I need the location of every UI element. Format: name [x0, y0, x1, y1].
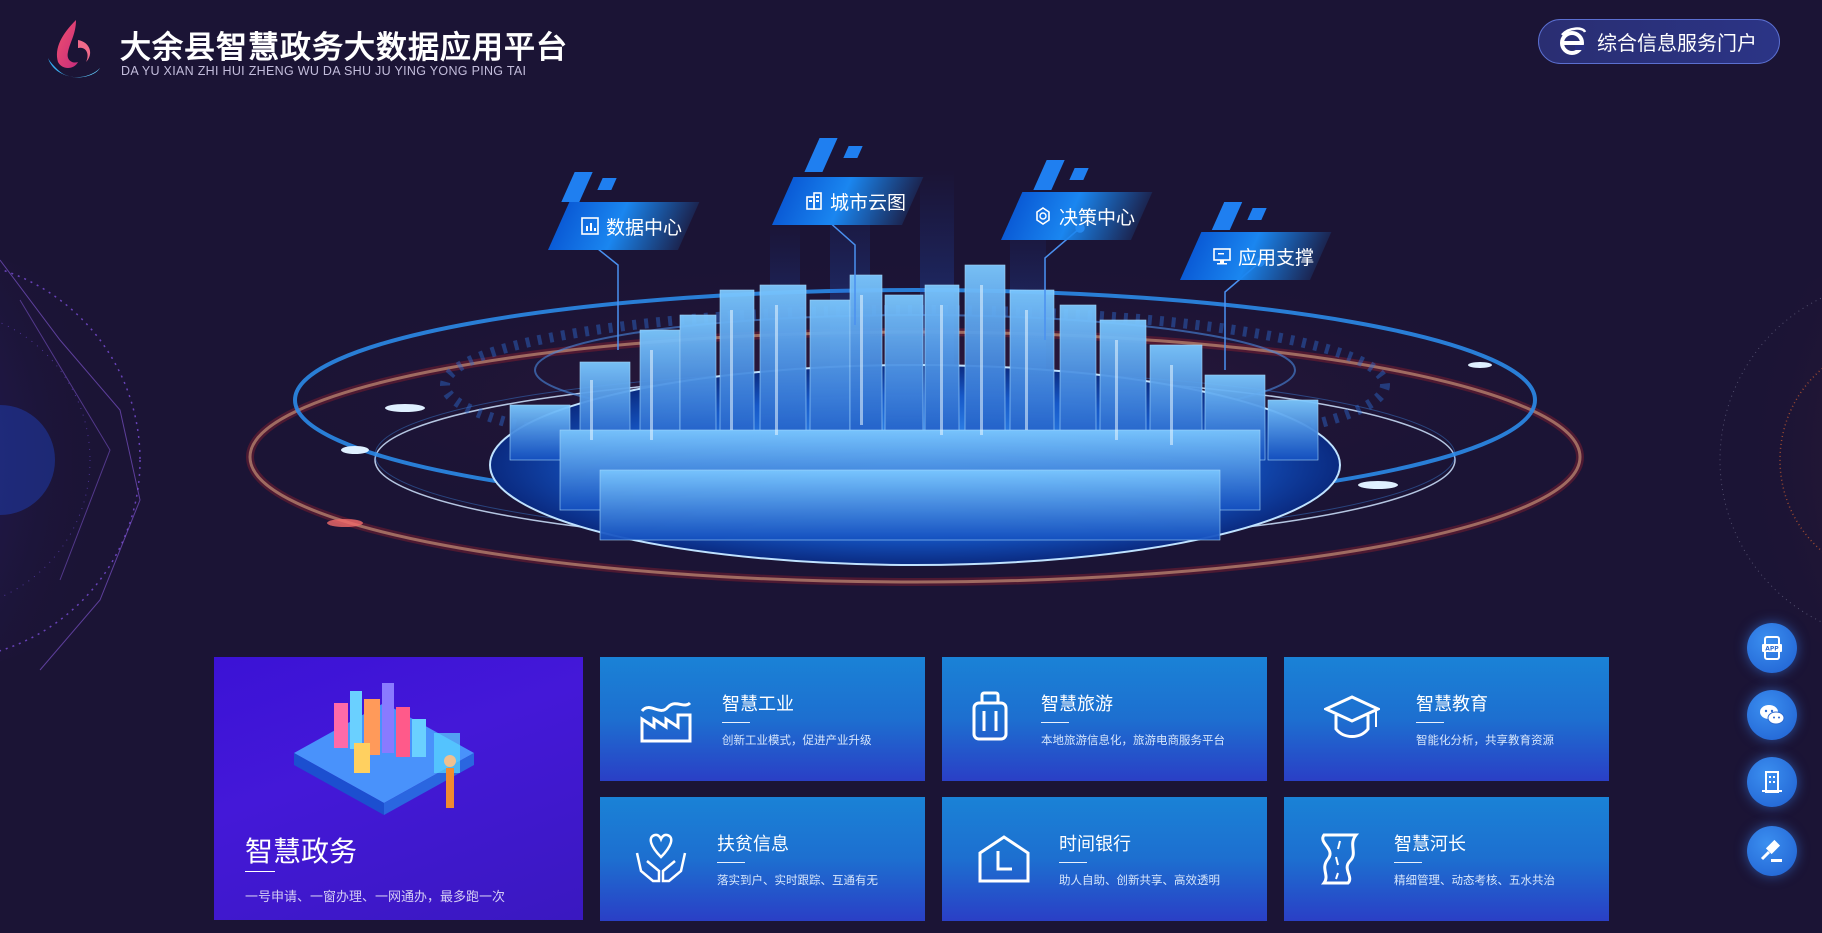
heart-hands-icon: [635, 833, 687, 883]
tag-label: 应用支撑: [1238, 246, 1315, 269]
river-icon: [1321, 833, 1360, 885]
feature-card-river-chief[interactable]: 智慧河长 精细管理、动态考核、五水共治: [1284, 797, 1609, 921]
feature-main-divider: [245, 871, 275, 872]
feature-desc: 精细管理、动态考核、五水共治: [1394, 873, 1555, 887]
feature-card-time-bank[interactable]: 时间银行 助人自助、创新共享、高效透明: [942, 797, 1267, 921]
feature-card-smart-tourism[interactable]: 智慧旅游 本地旅游信息化，旅游电商服务平台: [942, 657, 1267, 781]
svg-text:APP: APP: [1765, 646, 1779, 653]
platform-subtitle: DA YU XIAN ZHI HUI ZHENG WU DA SHU JU YI…: [121, 64, 527, 78]
feature-divider: [722, 722, 750, 723]
tag-label: 数据中心: [606, 216, 683, 239]
feature-card-smart-government[interactable]: 智慧政务 一号申请、一窗办理、一网通办，最多跑一次: [214, 657, 583, 920]
luggage-icon: [972, 691, 1008, 741]
feature-desc: 本地旅游信息化，旅游电商服务平台: [1041, 733, 1225, 747]
feature-main-title: 智慧政务: [245, 835, 358, 868]
portal-button[interactable]: 综合信息服务门户: [1538, 19, 1780, 64]
left-globe-decoration: [0, 258, 150, 671]
feature-divider: [1416, 722, 1444, 723]
legal-button[interactable]: [1747, 826, 1797, 876]
tag-label: 城市云图: [830, 191, 907, 214]
feature-divider: [1041, 722, 1069, 723]
app-download-button[interactable]: APP: [1747, 623, 1797, 673]
factory-icon: [640, 701, 692, 743]
feature-title: 智慧工业: [722, 694, 794, 715]
wechat-button[interactable]: [1747, 690, 1797, 740]
city-hologram-scene: [235, 170, 1595, 586]
building-button[interactable]: [1747, 757, 1797, 807]
feature-divider: [1059, 862, 1087, 863]
portal-button-label: 综合信息服务门户: [1597, 31, 1757, 55]
ie-browser-icon: [1560, 26, 1587, 55]
feature-main-desc: 一号申请、一窗办理、一网通办，最多跑一次: [245, 890, 506, 905]
gavel-icon: [1760, 839, 1782, 862]
feature-title: 智慧河长: [1394, 834, 1466, 855]
feature-desc: 智能化分析，共享教育资源: [1416, 733, 1554, 747]
feature-card-poverty-alleviation[interactable]: 扶贫信息 落实到户、实时跟踪、互通有无: [600, 797, 925, 921]
cycle-icon: [1036, 207, 1050, 225]
feature-desc: 创新工业模式，促进产业升级: [722, 733, 872, 747]
feature-title: 时间银行: [1059, 834, 1131, 855]
tag-label: 决策中心: [1059, 206, 1136, 229]
monitor-icon: [1213, 248, 1231, 265]
feature-title: 智慧旅游: [1041, 694, 1113, 715]
clock-house-icon: [978, 835, 1030, 883]
building-icon: [1762, 771, 1782, 793]
feature-desc: 落实到户、实时跟踪、互通有无: [717, 873, 878, 887]
feature-desc: 助人自助、创新共享、高效透明: [1059, 873, 1220, 887]
feature-divider: [717, 862, 745, 863]
feature-card-smart-industry[interactable]: 智慧工业 创新工业模式，促进产业升级: [600, 657, 925, 781]
feature-card-smart-education[interactable]: 智慧教育 智能化分析，共享教育资源: [1284, 657, 1609, 781]
tag-decision-center[interactable]: 决策中心: [1001, 192, 1153, 240]
chart-icon: [581, 217, 599, 235]
isometric-city-illustration: [294, 683, 474, 815]
tag-data-center[interactable]: 数据中心: [548, 202, 700, 250]
feature-divider: [1394, 862, 1422, 863]
feature-title: 智慧教育: [1416, 694, 1488, 715]
wechat-icon: [1760, 705, 1785, 725]
platform-logo: [44, 18, 104, 84]
tag-application-support[interactable]: 应用支撑: [1180, 232, 1332, 280]
platform-title: 大余县智慧政务大数据应用平台: [120, 30, 568, 66]
graduation-cap-icon: [1324, 695, 1380, 738]
tag-city-cloud[interactable]: 城市云图: [772, 177, 924, 225]
feature-title: 扶贫信息: [717, 834, 789, 855]
app-phone-icon: APP: [1762, 636, 1782, 660]
buildings-icon: [806, 192, 822, 210]
right-globe-decoration: [1700, 275, 1822, 645]
